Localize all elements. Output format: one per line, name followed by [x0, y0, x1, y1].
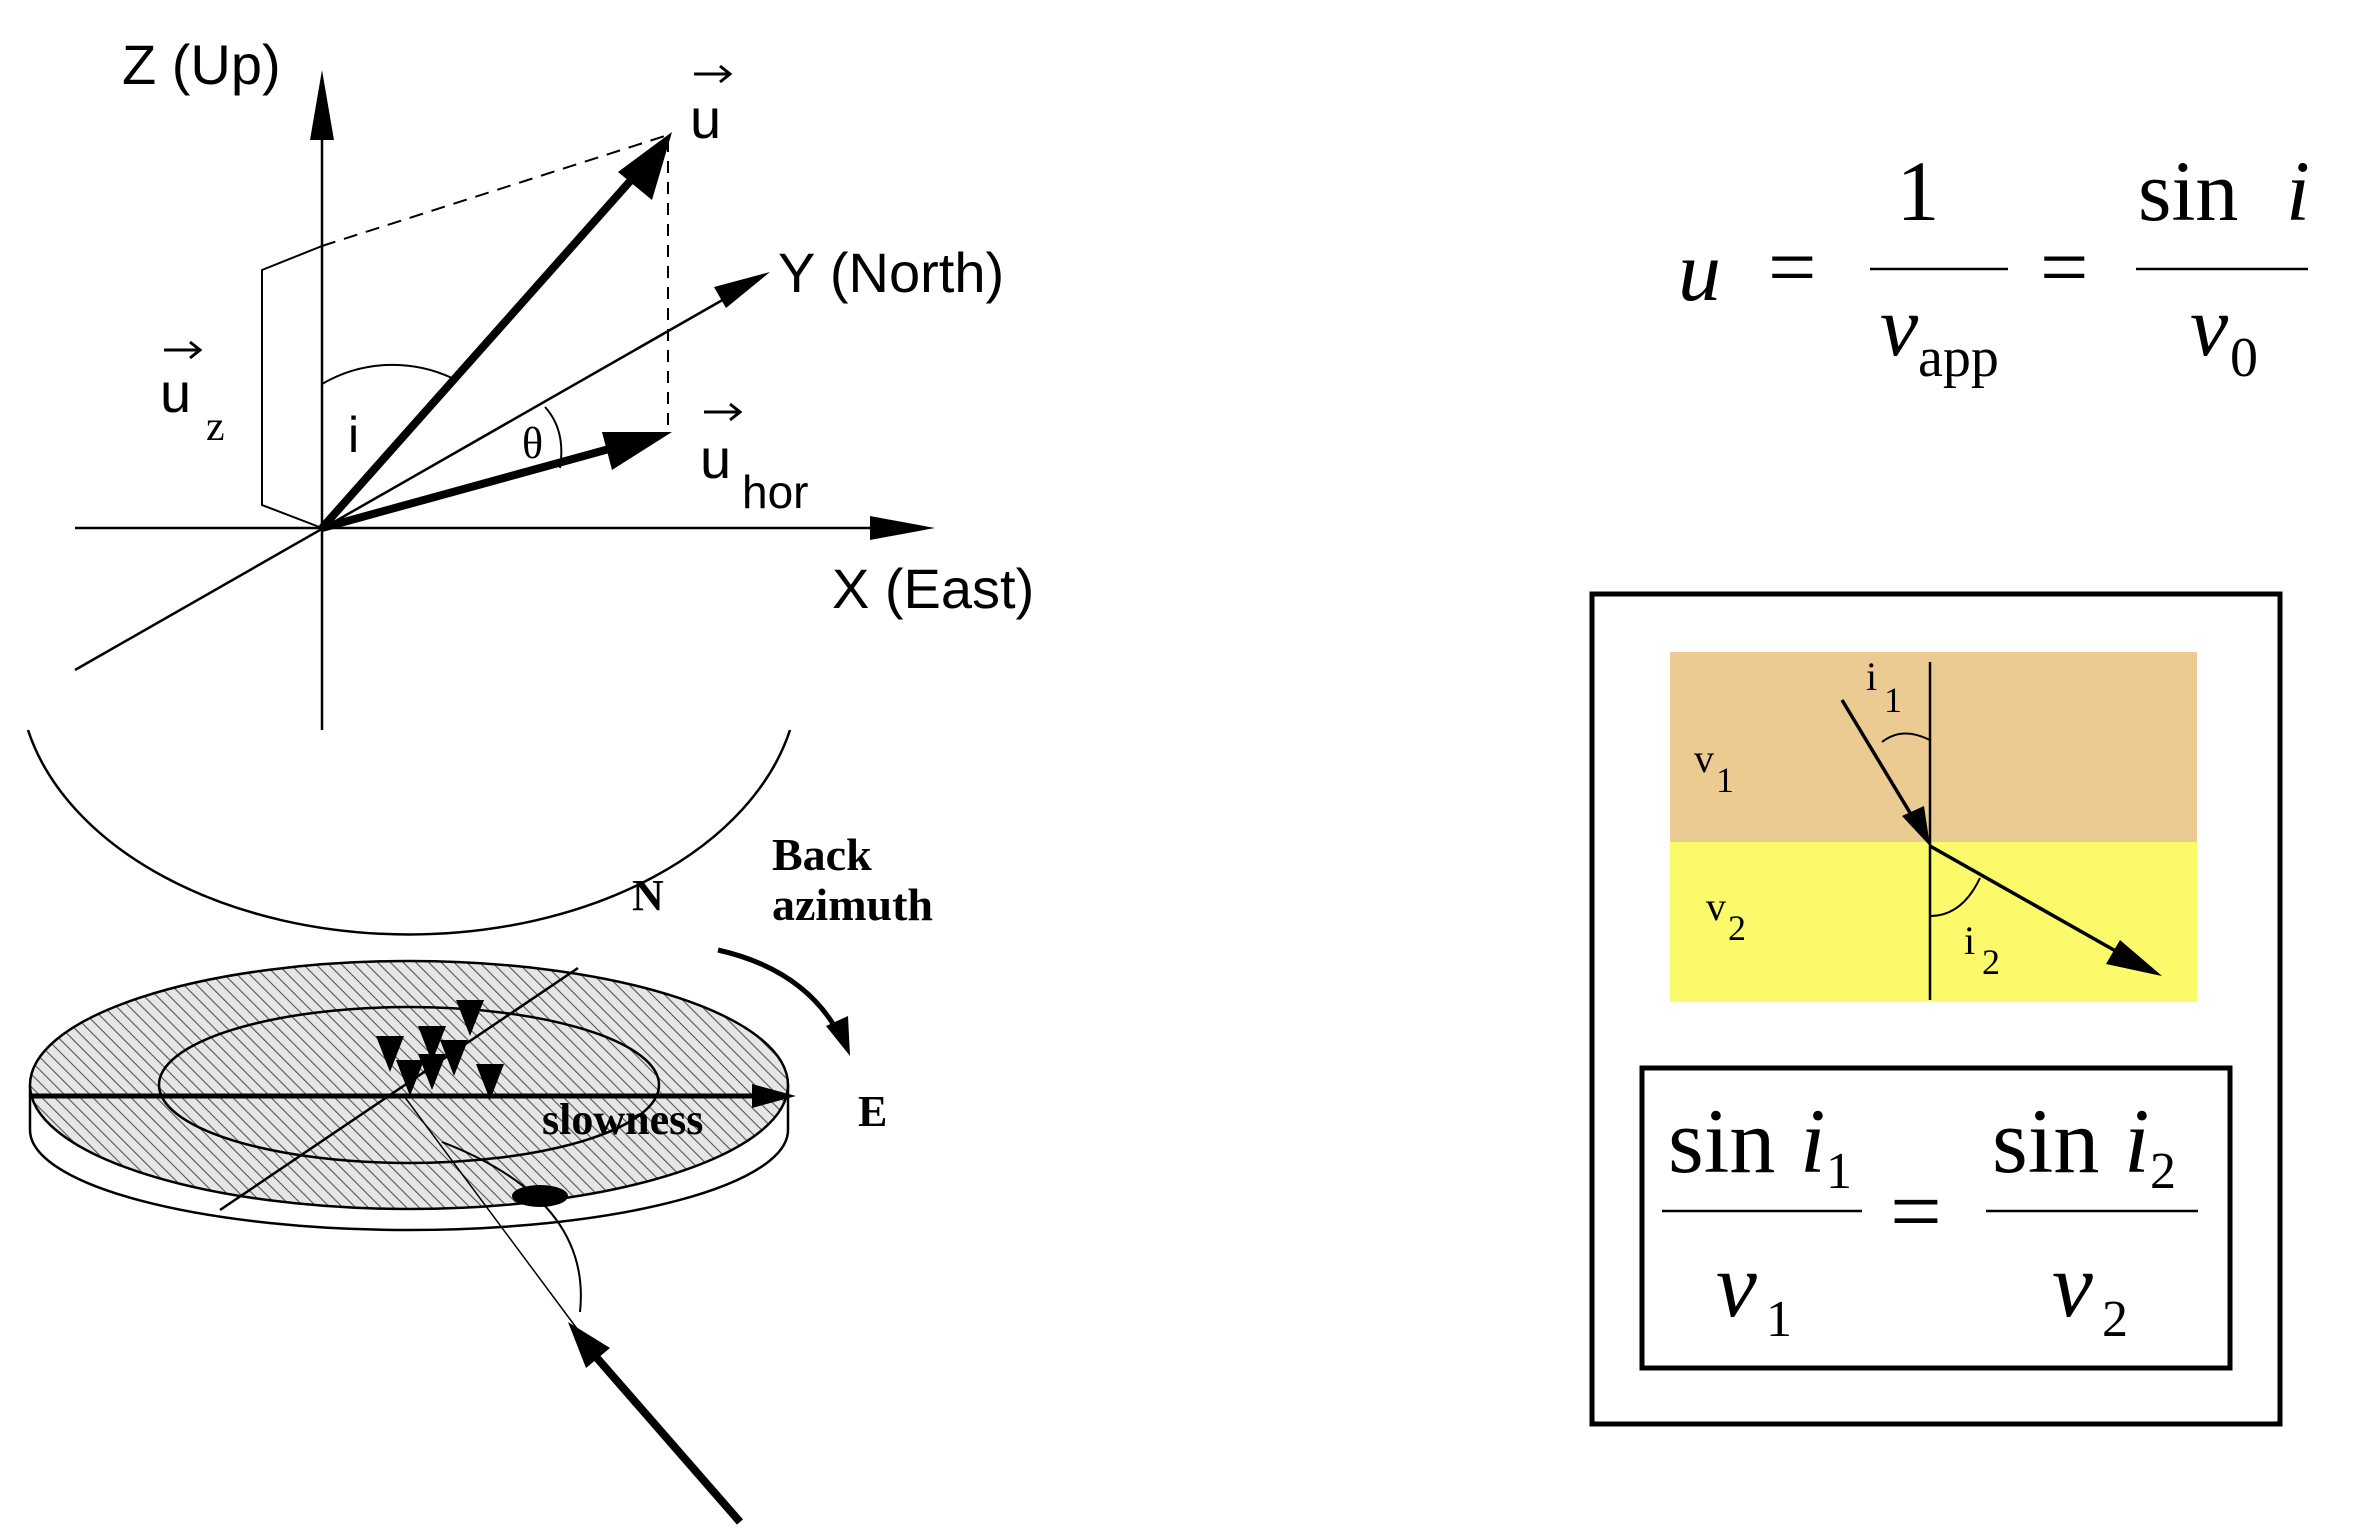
uz-projection-frame	[261, 245, 323, 529]
eq-den1: v	[1716, 1234, 1757, 1336]
back-azimuth-arrowhead	[826, 1016, 850, 1056]
label-slowness: slowness	[542, 1095, 703, 1144]
uz-vector-label: u	[160, 361, 191, 424]
u-vector-arrowhead	[618, 132, 672, 200]
incident-ray-arrowhead	[1902, 806, 1930, 846]
station-marker	[418, 1026, 446, 1062]
label-back: Back	[772, 829, 872, 880]
ray-path-arc	[441, 1141, 582, 1313]
uz-vector-label-arrow	[164, 340, 203, 360]
eq-den1-sub: 1	[1766, 1291, 1792, 1348]
label-north: N	[632, 871, 664, 920]
angle-i2-label-sub: 2	[1982, 942, 2000, 982]
angle-i2-label: i	[1964, 918, 1975, 963]
refracted-ray-arrowhead	[2106, 940, 2162, 976]
snell-equation-frame	[1639, 1065, 2233, 1371]
uz-vector-label-sub: z	[206, 404, 225, 450]
back-azimuth-arc	[717, 947, 843, 1038]
eq-num2-var: i	[2124, 1090, 2150, 1192]
formula-lhs: u	[1678, 223, 1721, 319]
station-marker	[476, 1064, 504, 1100]
incoming-wave-arrowhead	[568, 1322, 610, 1368]
formula-eq1: =	[1768, 219, 1817, 315]
layer-1-fill	[1670, 652, 2197, 842]
y-axis	[74, 288, 741, 672]
station-array	[376, 1000, 504, 1100]
uhor-vector-label-arrow	[704, 402, 743, 422]
n-s-axis	[219, 966, 579, 1212]
label-azimuth: azimuth	[772, 879, 933, 930]
snell-law-panel: v 1 v 2 i 1 i 2 sin i 1 v 1 = sin i 2 v …	[1589, 591, 2283, 1427]
angle-theta-label: θ	[522, 419, 543, 468]
source-region	[512, 1185, 568, 1207]
slowness-formula: u = 1 v app = sin i v 0	[1678, 143, 2310, 389]
incoming-wave-arrow	[586, 1347, 744, 1525]
layer-2-label: v	[1706, 884, 1726, 929]
u-vector	[319, 167, 643, 531]
eq-num2-fn: sin	[1992, 1090, 2099, 1192]
z-axis-arrowhead	[310, 70, 334, 140]
angle-i1-label-sub: 1	[1884, 680, 1902, 720]
z-axis-label: Z (Up)	[122, 33, 281, 96]
angle-i-label: i	[348, 407, 359, 463]
u-vector-label: u	[690, 87, 721, 150]
slowness-vector-diagram: Z (Up) Y (North) X (East) u u z u hor i …	[74, 33, 1034, 752]
formula-frac1-num: 1	[1897, 143, 1940, 239]
angle-i1-label: i	[1866, 654, 1877, 699]
station-marker	[456, 1000, 484, 1036]
e-w-axis-arrowhead	[752, 1084, 796, 1108]
label-east: E	[858, 1087, 887, 1136]
formula-frac2-den: v	[2190, 278, 2229, 374]
ray-path-thin	[403, 1095, 579, 1331]
eq-num2-sub: 2	[2150, 1143, 2176, 1200]
layer-1-label: v	[1694, 736, 1714, 781]
station-marker	[396, 1060, 424, 1096]
uhor-vector-label-sub: hor	[742, 466, 808, 518]
y-axis-label: Y (North)	[778, 241, 1004, 304]
station-marker	[376, 1036, 404, 1072]
eq-den2: v	[2052, 1234, 2093, 1336]
eq-den2-sub: 2	[2102, 1291, 2128, 1348]
eq-sign: =	[1890, 1160, 1942, 1262]
x-axis-arrowhead	[870, 516, 935, 540]
refracted-ray	[1929, 844, 2129, 960]
hemisphere-bowl	[26, 729, 792, 936]
formula-frac2-num-var: i	[2286, 143, 2310, 239]
eq-num1-var: i	[1800, 1090, 1826, 1192]
incident-ray	[1840, 699, 1920, 827]
formula-frac2-num-fn: sin	[2138, 143, 2238, 239]
station-marker	[440, 1040, 468, 1076]
uhor-vector	[320, 442, 622, 532]
eq-num1-sub: 1	[1826, 1143, 1852, 1200]
layer-1-label-sub: 1	[1716, 760, 1734, 800]
u-vector-label-arrow	[694, 64, 733, 84]
hemisphere-inner-ring	[157, 1005, 661, 1165]
hemisphere-rim-lower	[28, 1129, 790, 1232]
y-axis-arrowhead	[714, 272, 770, 308]
earth-hemisphere-diagram: N Back azimuth E slowness	[26, 729, 933, 1525]
eq-num1-fn: sin	[1668, 1090, 1775, 1192]
station-marker	[418, 1054, 446, 1090]
angle-theta-arc	[544, 406, 563, 469]
uhor-vector-arrowhead	[602, 432, 672, 470]
x-axis-label: X (East)	[832, 557, 1034, 620]
layer-2-fill	[1670, 842, 2197, 1002]
angle-i2-arc	[1929, 877, 1981, 917]
formula-frac1-den: v	[1880, 278, 1919, 374]
angle-i-arc	[321, 363, 453, 385]
uhor-vector-label: u	[700, 427, 731, 490]
dashed-top-line	[321, 134, 669, 247]
hemisphere-latitude-line	[40, 1254, 780, 1310]
formula-eq2: =	[2040, 219, 2089, 315]
formula-frac1-den-sub: app	[1918, 327, 1999, 389]
formula-frac2-den-sub: 0	[2230, 327, 2258, 389]
layer-2-label-sub: 2	[1728, 908, 1746, 948]
angle-i1-arc	[1881, 732, 1931, 743]
